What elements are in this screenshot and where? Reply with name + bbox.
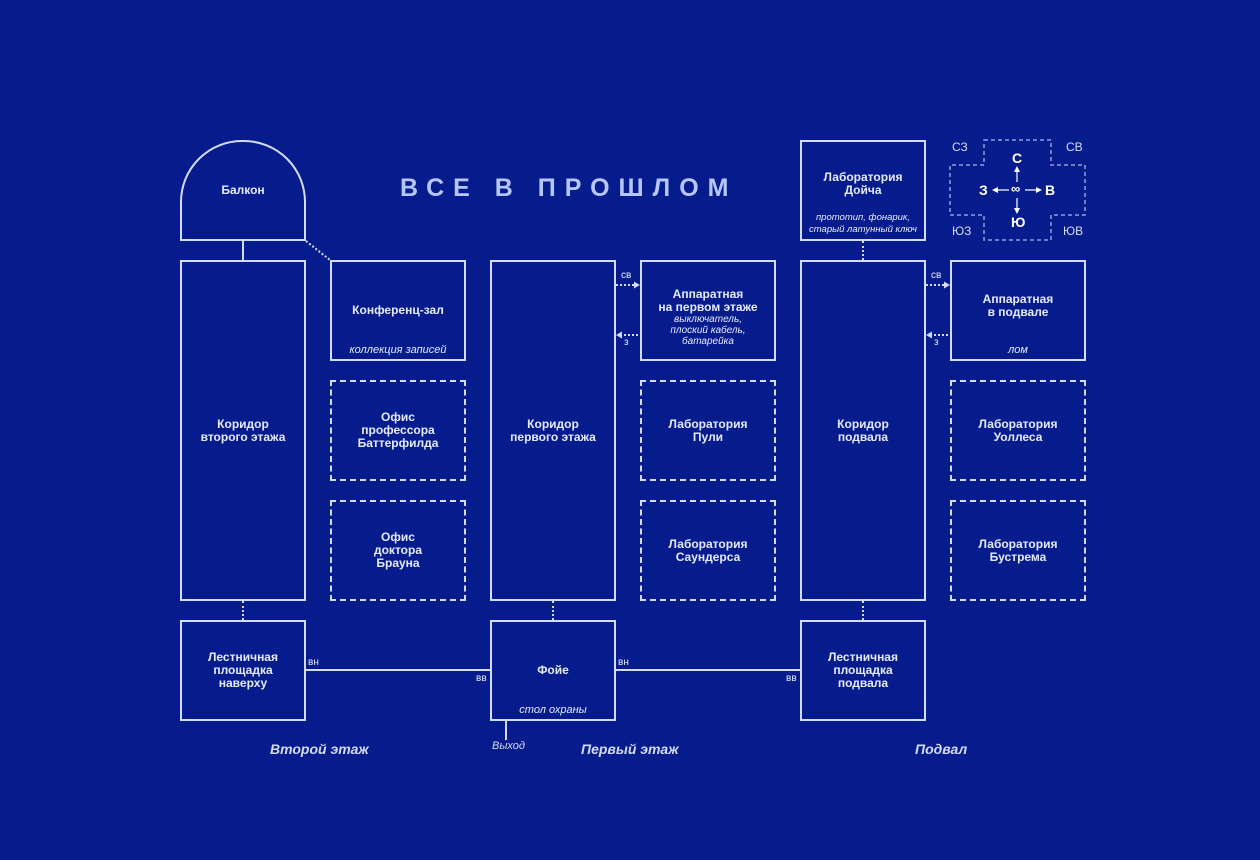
connector-dotted — [862, 241, 864, 260]
room-name: Офис доктора Брауна — [373, 530, 422, 570]
room-brown-office: Офис доктора Брауна — [330, 500, 466, 601]
floor-label-basement: Подвал — [915, 741, 968, 757]
label-up: вв — [786, 673, 797, 684]
room-corridor-second-floor: Коридор второго этажа — [180, 260, 306, 601]
room-server-first-floor: Аппаратная на первом этаже выключатель, … — [640, 260, 776, 361]
compass-southwest: ЮЗ — [952, 224, 972, 238]
room-name: Фойе — [537, 663, 569, 677]
room-stairs-top: Лестничная площадка наверху — [180, 620, 306, 721]
label-up: вв — [476, 673, 487, 684]
exit-label: Выход — [492, 740, 526, 752]
room-items: стол охраны — [519, 704, 587, 716]
compass-northeast: СВ — [1066, 140, 1083, 154]
room-name: Офис профессора Баттерфилда — [357, 410, 439, 450]
room-pulley-lab: Лаборатория Пули — [640, 380, 776, 481]
room-bustrem-lab: Лаборатория Бустрема — [950, 500, 1086, 601]
room-name: Лестничная площадка подвала — [827, 650, 898, 690]
connector-dotted — [242, 601, 244, 620]
floor-label-first: Первый этаж — [581, 741, 679, 757]
room-name: Коридор второго этажа — [200, 416, 286, 444]
label-down: вн — [308, 657, 319, 668]
label-west: з — [624, 337, 629, 348]
room-name: Коридор первого этажа — [510, 416, 596, 444]
connector-dotted — [552, 601, 554, 620]
room-conference: Конференц-зал коллекция записей — [330, 260, 466, 361]
connector-line — [306, 669, 490, 671]
compass-southeast: ЮВ — [1063, 224, 1084, 238]
room-items: прототип, фонарик, старый латунный ключ — [809, 212, 917, 235]
label-northeast: св — [931, 270, 942, 281]
room-saunders-lab: Лаборатория Саундерса — [640, 500, 776, 601]
compass-west: З — [979, 182, 988, 198]
room-items: лом — [1008, 344, 1028, 356]
room-stairs-basement: Лестничная площадка подвала — [800, 620, 926, 721]
room-name: Лаборатория Пули — [668, 416, 748, 444]
room-name: Лаборатория Дойча — [823, 169, 903, 197]
room-deutsch-lab: Лаборатория Дойча прототип, фонарик, ста… — [800, 140, 926, 241]
room-name: Лаборатория Саундерса — [668, 536, 748, 564]
room-corridor-basement: Коридор подвала — [800, 260, 926, 601]
room-name: Балкон — [221, 183, 265, 197]
room-items: коллекция записей — [349, 344, 447, 356]
label-northeast: св — [621, 270, 632, 281]
room-name: Коридор подвала — [837, 416, 889, 444]
room-corridor-first-floor: Коридор первого этажа — [490, 260, 616, 601]
connector-line — [616, 669, 800, 671]
compass-south: Ю — [1011, 214, 1026, 230]
room-wallace-lab: Лаборатория Уоллеса — [950, 380, 1086, 481]
room-butterfield-office: Офис профессора Баттерфилда — [330, 380, 466, 481]
connector-dotted — [862, 601, 864, 620]
compass-east: В — [1045, 182, 1056, 198]
compass-northwest: СЗ — [952, 140, 968, 154]
room-server-basement: Аппаратная в подвале лом — [950, 260, 1086, 361]
room-name: Аппаратная в подвале — [982, 291, 1054, 319]
room-name: Лаборатория Бустрема — [978, 536, 1058, 564]
label-down: вн — [618, 657, 629, 668]
map-title: ВСЕ В ПРОШЛОМ — [400, 174, 738, 202]
room-name: Аппаратная на первом этаже — [658, 287, 758, 314]
floor-label-second: Второй этаж — [270, 741, 369, 757]
compass-center-icon: ∞ — [1011, 181, 1021, 196]
label-west: з — [934, 337, 939, 348]
room-foyer: Фойе стол охраны — [490, 620, 616, 721]
compass-north: С — [1012, 150, 1023, 166]
exit-line — [505, 720, 507, 740]
room-items: выключатель, плоский кабель, батарейка — [670, 314, 746, 347]
room-name: Лаборатория Уоллеса — [978, 416, 1058, 444]
room-name: Лестничная площадка наверху — [207, 650, 278, 690]
connector-line — [242, 240, 244, 260]
room-name: Конференц-зал — [352, 303, 444, 317]
